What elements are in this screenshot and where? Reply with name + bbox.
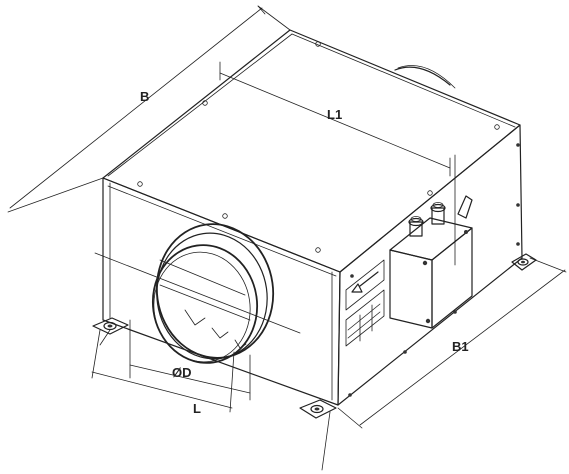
front-face: [102, 177, 341, 406]
dimension-b: B: [7, 5, 291, 213]
junction-box: [389, 154, 473, 329]
front-flange-edges: [107, 182, 337, 401]
screw-icon: [516, 203, 520, 207]
dimension-l-label: L: [193, 401, 201, 416]
screw-icon: [222, 213, 228, 219]
rear-spigot: [394, 65, 456, 89]
screw-icon: [516, 242, 520, 246]
screw-icon: [202, 100, 208, 106]
side-face: [337, 124, 523, 406]
dimension-d: ØD: [129, 319, 251, 401]
screw-icon: [516, 143, 520, 147]
top-flange-edges: [107, 33, 516, 177]
airflow-arrow-icon: [351, 271, 379, 293]
dimension-b-label: B: [140, 89, 149, 104]
screw-icon: [315, 247, 321, 253]
screw-icon: [403, 350, 407, 354]
side-screws: [348, 143, 520, 397]
screw-icon: [427, 190, 433, 196]
top-screws: [137, 41, 500, 253]
screw-icon: [348, 393, 352, 397]
screw-icon: [137, 181, 143, 187]
screw-icon: [453, 310, 457, 314]
screw-icon: [350, 274, 354, 278]
mounting-foot-icon: [92, 317, 129, 335]
dimension-b1: B1: [337, 257, 567, 429]
dimension-l: L: [91, 329, 235, 416]
front-spigot: [94, 223, 301, 364]
airflow-label: [345, 259, 385, 347]
cable-gland-icon: [430, 202, 446, 225]
mounting-foot-icon: [511, 253, 537, 271]
dimension-b1-label: B1: [452, 339, 469, 354]
cable-gland-icon: [408, 216, 424, 237]
dimension-l1-label: L1: [327, 107, 342, 122]
dimension-d-label: ØD: [172, 365, 192, 380]
mounting-foot-icon: [299, 399, 337, 419]
dimension-l1: L1: [219, 61, 451, 177]
screw-icon: [494, 124, 500, 130]
top-face: [102, 29, 521, 273]
screw-icon: [315, 41, 321, 47]
